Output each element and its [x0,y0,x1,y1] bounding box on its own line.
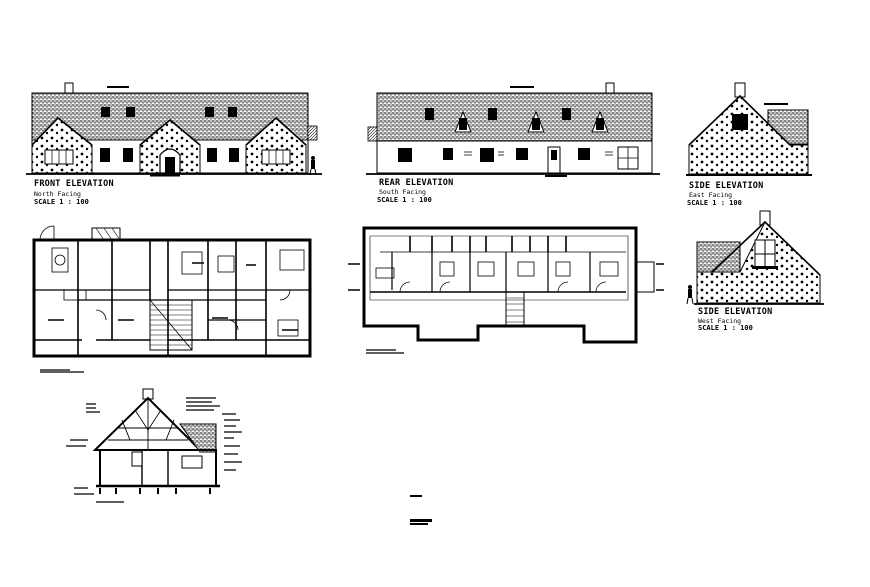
side-east-facing: East Facing [689,191,733,199]
rear-elevation-scale: SCALE 1 : 100 [377,196,432,204]
side-elevation-east [686,82,812,176]
annotation-mark [410,519,432,522]
front-elevation-facing: North Facing [34,190,81,198]
rear-elevation [366,82,660,177]
first-floor-plan [348,226,664,354]
ground-floor-plan [32,225,312,373]
annotation-mark [410,495,422,497]
side-west-scale: SCALE 1 : 100 [698,324,753,332]
side-west-facing: West Facing [698,317,742,325]
rear-elevation-title: REAR ELEVATION [379,178,454,188]
front-elevation-title: FRONT ELEVATION [34,179,114,189]
side-west-title: SIDE ELEVATION [698,307,773,317]
annotation-mark [410,523,428,525]
front-elevation [26,82,322,177]
rear-elevation-facing: South Facing [379,188,426,196]
side-east-title: SIDE ELEVATION [689,181,764,191]
side-east-scale: SCALE 1 : 100 [687,199,742,207]
side-elevation-west [686,210,824,305]
front-elevation-scale: SCALE 1 : 100 [34,198,89,206]
cross-section [66,388,242,503]
